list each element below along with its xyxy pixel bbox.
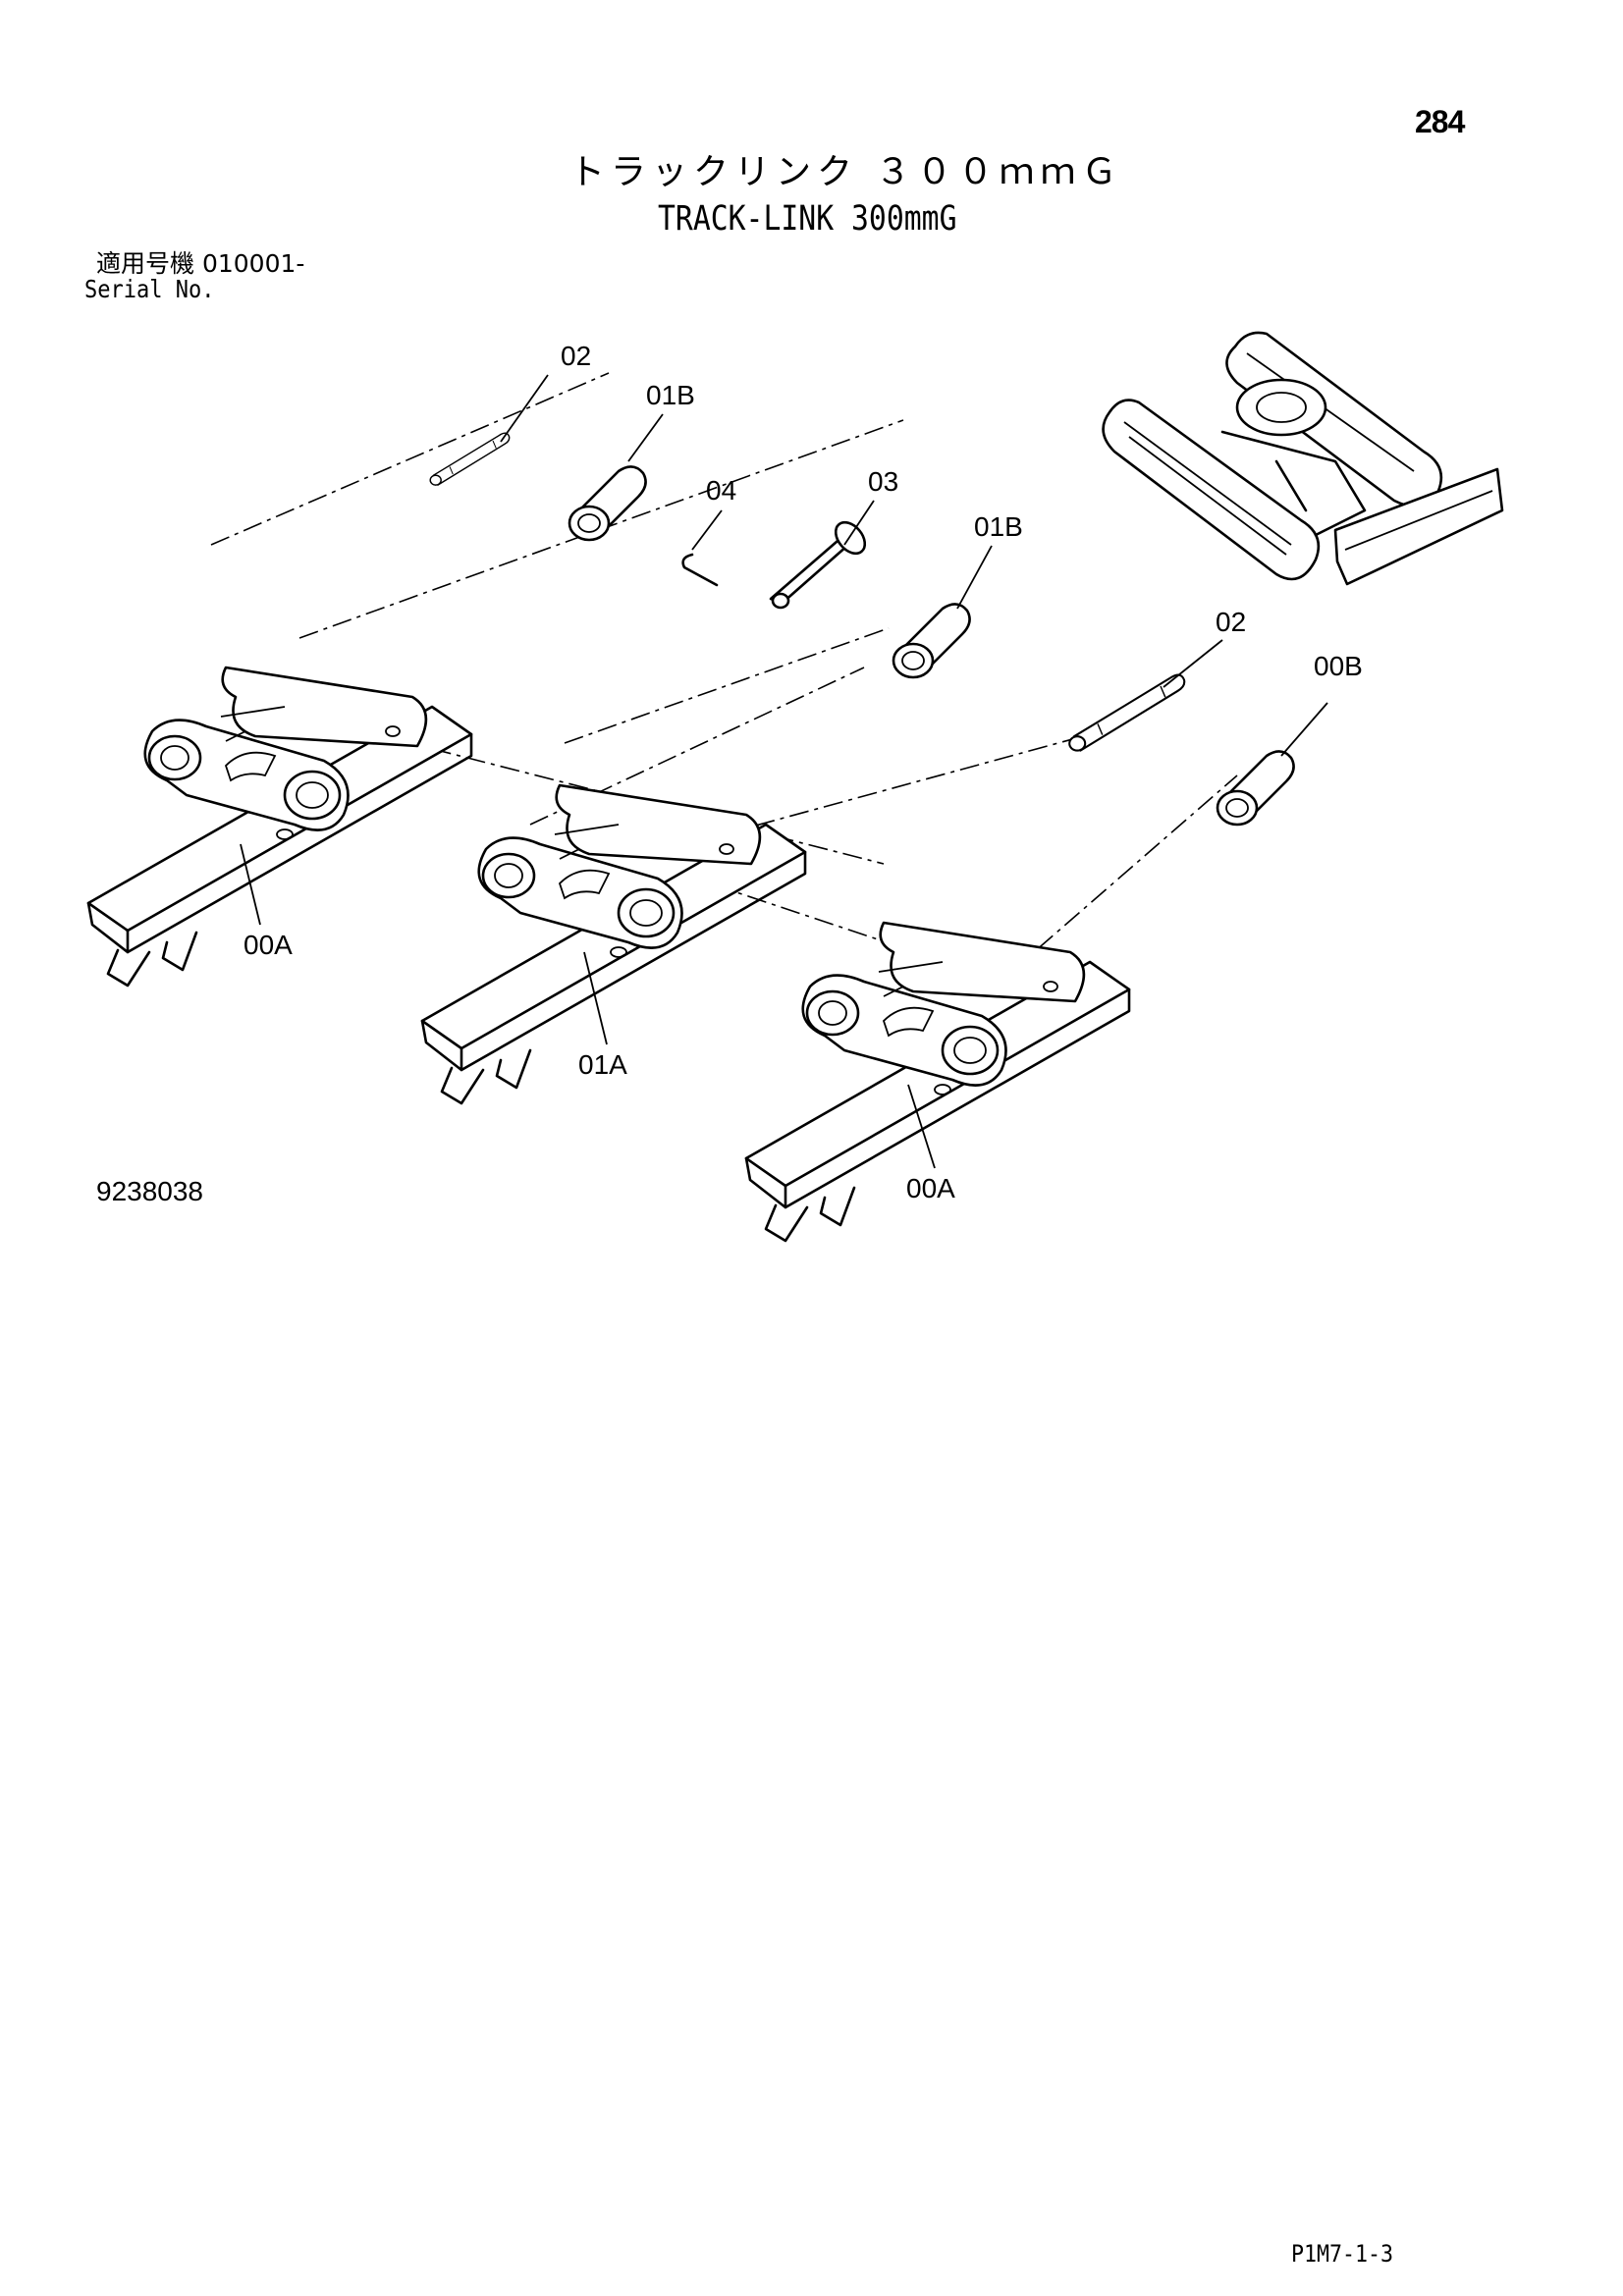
leader-line	[583, 951, 608, 1045]
leader-line	[956, 545, 993, 610]
callout-04: 04	[706, 475, 736, 506]
leader-line	[1280, 702, 1328, 757]
page-number: 284	[1415, 104, 1465, 139]
leader-line	[1163, 639, 1223, 688]
pin-part-02-lower	[1068, 673, 1186, 752]
serial-label-japanese: 適用号機 010001-	[96, 249, 305, 278]
bushing-part-00b	[1216, 750, 1295, 827]
assembly-centerline	[564, 627, 890, 744]
title-japanese: トラックリンク ３００ｍｍＧ	[569, 152, 1123, 192]
bushing-part-01b-upper	[568, 465, 647, 542]
callout-02-lower: 02	[1216, 607, 1246, 637]
figure-number: 9238038	[96, 1176, 204, 1206]
leader-line	[500, 374, 549, 443]
page-code: P1M7-1-3	[1291, 2240, 1394, 2268]
pin-part-02-upper	[429, 432, 511, 486]
master-pin-part-03	[769, 520, 867, 610]
assembly-centerline	[362, 730, 885, 865]
assembly-centerline	[686, 725, 1120, 845]
callout-01b-upper: 01B	[646, 380, 695, 410]
leader-line	[907, 1084, 936, 1169]
callout-01b-lower: 01B	[974, 511, 1023, 542]
assembly-centerline	[1010, 774, 1238, 973]
callout-00a-left: 00A	[243, 930, 293, 960]
exploded-parts-diagram: 02 01B 04 03 01B 02 00B 00A 01A 00A	[86, 331, 1504, 1243]
callout-00b: 00B	[1314, 651, 1363, 681]
serial-label-english: Serial No.	[84, 275, 215, 303]
lock-pin-part-04	[681, 553, 719, 587]
callout-00a-right: 00A	[906, 1173, 955, 1203]
callout-02-upper: 02	[561, 341, 591, 371]
callout-03: 03	[868, 466, 898, 497]
leader-line	[843, 500, 875, 546]
leader-line	[627, 413, 664, 462]
title-english: TRACK-LINK 300mmG	[658, 199, 957, 239]
assembly-centerline	[210, 372, 610, 546]
leader-line	[240, 843, 261, 926]
callout-01a: 01A	[578, 1049, 627, 1080]
excavator-undercarriage-illustration	[1102, 331, 1504, 586]
leader-line	[691, 509, 723, 551]
bushing-part-01b-lower	[892, 603, 971, 679]
